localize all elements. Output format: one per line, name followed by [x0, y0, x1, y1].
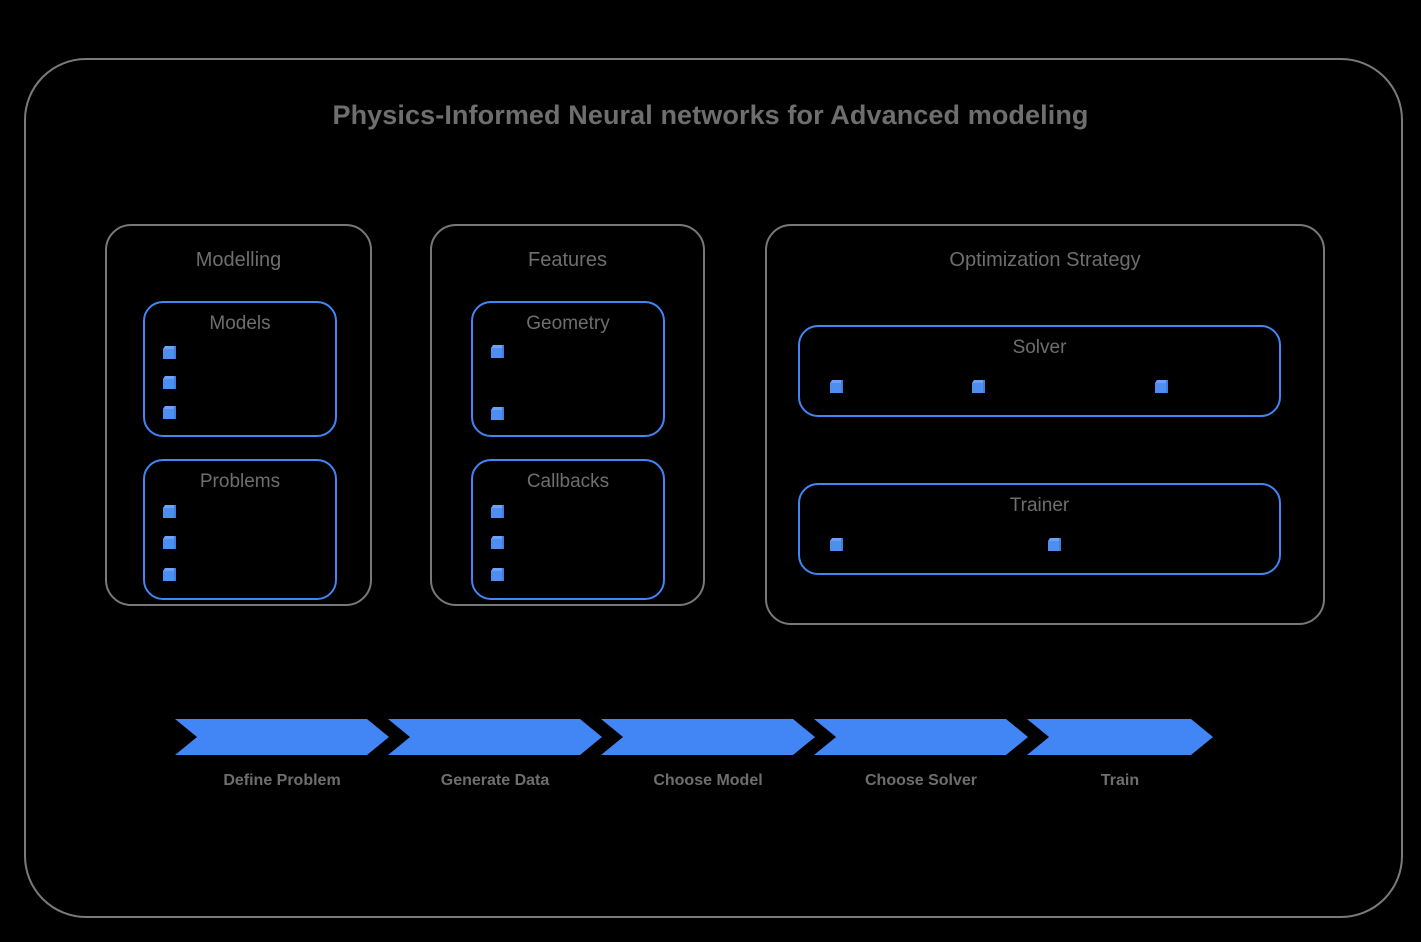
- cube-marker-icon: [163, 505, 176, 518]
- inner-box-trainer-label: Trainer: [1009, 495, 1070, 516]
- inner-box-trainer: Trainer: [798, 483, 1281, 575]
- cube-marker-icon: [163, 376, 176, 389]
- inner-box-geometry-label: Geometry: [526, 313, 610, 334]
- group-modelling-label: Modelling: [195, 249, 282, 271]
- group-optimization-strategy-label: Optimization Strategy: [949, 249, 1141, 271]
- group-features-label: Features: [528, 249, 607, 271]
- cube-marker-icon: [491, 568, 504, 581]
- inner-box-models-label: Models: [209, 313, 271, 334]
- cube-marker-icon: [1048, 538, 1061, 551]
- page-title: Physics-Informed Neural networks for Adv…: [332, 100, 1089, 130]
- inner-box-problems: Problems: [143, 459, 337, 600]
- cube-marker-icon: [163, 568, 176, 581]
- cube-marker-icon: [972, 380, 985, 393]
- cube-marker-icon: [163, 406, 176, 419]
- cube-marker-icon: [1155, 380, 1168, 393]
- cube-marker-icon: [830, 538, 843, 551]
- cube-marker-icon: [491, 345, 504, 358]
- inner-box-geometry: Geometry: [471, 301, 665, 437]
- cube-marker-icon: [491, 505, 504, 518]
- inner-box-problems-label: Problems: [199, 471, 281, 492]
- inner-box-solver: Solver: [798, 325, 1281, 417]
- inner-box-callbacks-label: Callbacks: [526, 471, 610, 492]
- inner-box-models: Models: [143, 301, 337, 437]
- cube-marker-icon: [163, 346, 176, 359]
- group-features: Features: [430, 224, 705, 606]
- group-modelling: Modelling: [105, 224, 372, 606]
- group-optimization-strategy: Optimization Strategy: [765, 224, 1325, 625]
- cube-marker-icon: [830, 380, 843, 393]
- inner-box-solver-label: Solver: [1012, 337, 1067, 358]
- cube-marker-icon: [491, 536, 504, 549]
- outer-container: [24, 58, 1403, 918]
- cube-marker-icon: [491, 407, 504, 420]
- cube-marker-icon: [163, 536, 176, 549]
- inner-box-callbacks: Callbacks: [471, 459, 665, 600]
